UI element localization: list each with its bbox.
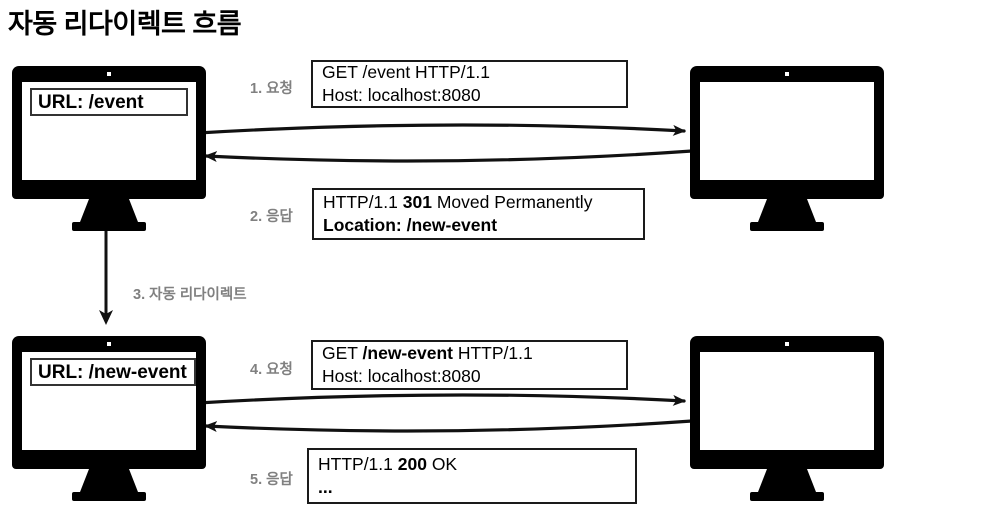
message-line: Host: localhost:8080 [322, 85, 481, 105]
url-bar-text: URL: /event [38, 91, 144, 113]
url-bar-bottom[interactable]: URL: /new-event [30, 358, 196, 386]
message-line: Host: localhost:8080 [322, 366, 481, 386]
monitor-neck [80, 469, 138, 492]
webcam-dot-icon [785, 342, 789, 346]
message-line: GET /event HTTP/1.1 [322, 61, 490, 82]
server-screen-bottom [700, 352, 874, 450]
client-screen-bottom: URL: /new-event [22, 352, 196, 450]
step-label-1: 1. 요청 [250, 81, 293, 97]
message-line: GET /new-event HTTP/1.1 [322, 342, 533, 363]
arrow-request-1 [196, 123, 686, 136]
step-label-3: 3. 자동 리다이렉트 [133, 287, 247, 303]
url-bar-text: URL: /new-event [38, 361, 187, 383]
webcam-dot-icon [107, 72, 111, 76]
step-label-5: 5. 응답 [250, 472, 293, 488]
monitor-base [750, 492, 824, 501]
url-bar-top[interactable]: URL: /event [30, 88, 188, 116]
monitor-neck [758, 199, 816, 222]
client-monitor-top: URL: /event [12, 66, 206, 231]
message-line: HTTP/1.1 301 Moved Permanently [323, 191, 593, 212]
monitor-neck [758, 469, 816, 492]
step-label-2: 2. 응답 [250, 209, 293, 225]
arrow-request-4 [196, 393, 686, 406]
server-screen-top [700, 82, 874, 180]
message-line: ... [318, 477, 333, 497]
step-label-4: 4. 요청 [250, 362, 293, 378]
message-box-4: GET /new-event HTTP/1.1 Host: localhost:… [311, 340, 628, 390]
message-line: Location: /new-event [323, 215, 498, 235]
client-monitor-bottom: URL: /new-event [12, 336, 206, 501]
webcam-dot-icon [107, 342, 111, 346]
monitor-base [72, 492, 146, 501]
message-box-1: GET /event HTTP/1.1 Host: localhost:8080 [311, 60, 628, 108]
server-monitor-bottom [690, 336, 884, 501]
monitor-neck [80, 199, 138, 222]
arrow-response-2 [204, 149, 694, 163]
message-box-2: HTTP/1.1 301 Moved Permanently Location:… [312, 188, 645, 240]
monitor-base [750, 222, 824, 231]
message-line: HTTP/1.1 200 OK [318, 453, 458, 474]
webcam-dot-icon [785, 72, 789, 76]
client-screen-top: URL: /event [22, 82, 196, 180]
arrow-response-5 [204, 419, 694, 433]
page-title: 자동 리다이렉트 흐름 [8, 9, 242, 39]
message-box-5: HTTP/1.1 200 OK ... [307, 448, 637, 504]
monitor-base [72, 222, 146, 231]
server-monitor-top [690, 66, 884, 231]
